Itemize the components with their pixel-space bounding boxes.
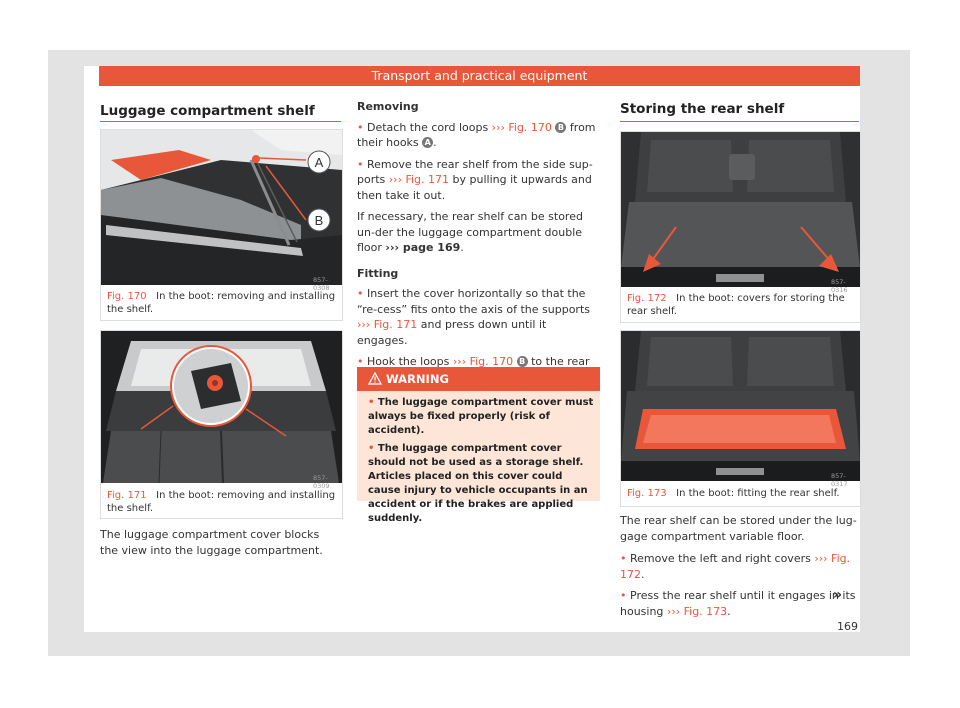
storing-step-1: • Remove the left and right covers ››› F…: [620, 552, 851, 581]
figure-caption-text: In the boot: removing and installing the…: [107, 291, 336, 315]
section-heading-luggage-shelf: Luggage compartment shelf: [100, 103, 315, 119]
storing-paragraph: The rear shelf can be stored under the l…: [620, 514, 857, 543]
section-heading-storing-shelf: Storing the rear shelf: [620, 101, 785, 117]
figure-170-caption: Fig. 170 In the boot: removing and insta…: [107, 290, 337, 316]
image-code: 857-0316: [831, 278, 848, 294]
figure-173-caption: Fig. 173 In the boot: fitting the rear s…: [627, 487, 855, 500]
warning-item-2: • The luggage compartment cover should n…: [368, 443, 588, 524]
callout-b: B: [516, 356, 528, 367]
warning-header: WARNING: [357, 367, 600, 391]
figure-170-callout-b: B: [315, 213, 324, 228]
figure-171-caption: Fig. 171 In the boot: removing and insta…: [107, 489, 337, 515]
warning-body: • The luggage compartment cover must alw…: [368, 396, 594, 530]
removing-note: If necessary, the rear shelf can be stor…: [357, 210, 583, 254]
warning-box: WARNING • The luggage compartment cover …: [357, 367, 600, 524]
chapter-banner: Transport and practical equipment: [99, 66, 860, 86]
figure-172-caption: Fig. 172 In the boot: covers for storing…: [627, 292, 855, 318]
photo-boot-lid-cord: A B: [101, 130, 342, 285]
removing-step-1: • Detach the cord loops ››› Fig. 170 B f…: [357, 120, 596, 150]
image-code: 857-0309: [313, 474, 330, 490]
figure-caption-text: In the boot: removing and installing the…: [107, 490, 336, 514]
photo-boot-floor-covers: [621, 132, 860, 287]
page-number: 169: [837, 620, 858, 633]
photo-boot-side-support: [101, 331, 342, 483]
warning-item-1: • The luggage compartment cover must alw…: [368, 397, 594, 436]
figure-170: A B 857-0308 Fig. 170 In the boot: remov…: [100, 129, 343, 321]
fig-170-link[interactable]: ››› Fig. 170: [491, 120, 552, 134]
fig-171-link[interactable]: ››› Fig. 171: [388, 173, 450, 186]
heading-rule: [620, 121, 859, 122]
heading-rule: [100, 121, 341, 122]
figure-number: Fig. 173: [627, 488, 667, 499]
figure-171: 857-0309 Fig. 171 In the boot: removing …: [100, 330, 343, 519]
fig-170-link[interactable]: ››› Fig. 170: [452, 355, 514, 368]
fitting-title: Fitting: [357, 266, 399, 280]
figure-173: 857-0317 Fig. 173 In the boot: fitting t…: [620, 330, 861, 507]
figure-170-callout-a: A: [315, 155, 324, 170]
image-code: 857-0317: [831, 472, 848, 488]
figure-caption-text: In the boot: fitting the rear shelf.: [676, 488, 840, 499]
figure-caption-text: In the boot: covers for storing the rear…: [627, 293, 845, 317]
fitting-step-1: • Insert the cover horizontally so that …: [357, 287, 590, 347]
figure-number: Fig. 172: [627, 293, 667, 304]
storing-section: The rear shelf can be stored under the l…: [620, 513, 860, 619]
callout-a: A: [422, 137, 434, 148]
figure-172: 857-0316 Fig. 172 In the boot: covers fo…: [620, 131, 861, 323]
left-paragraph: The luggage compartment cover blocks the…: [100, 528, 323, 557]
page-169-link[interactable]: ››› page 169: [385, 241, 461, 254]
fig-173-link[interactable]: ››› Fig. 173: [666, 604, 728, 618]
removing-section: Removing • Detach the cord loops ››› Fig…: [357, 99, 600, 385]
figure-number: Fig. 171: [107, 490, 147, 501]
figure-number: Fig. 170: [107, 291, 147, 302]
warning-triangle-icon: [368, 372, 382, 385]
removing-title: Removing: [357, 100, 419, 113]
fig-171-link[interactable]: ››› Fig. 171: [357, 318, 418, 331]
removing-step-2: • Remove the rear shelf from the side su…: [357, 157, 593, 202]
photo-boot-shelf-fitted: [621, 331, 860, 481]
image-code: 857-0308: [313, 276, 330, 292]
warning-title: WARNING: [386, 372, 449, 386]
fig-172-link[interactable]: ››› Fig. 172: [620, 552, 851, 581]
storing-step-2: • Press the rear shelf until it engages …: [620, 589, 856, 618]
continue-marker: »: [833, 587, 843, 603]
callout-b: B: [555, 121, 567, 133]
